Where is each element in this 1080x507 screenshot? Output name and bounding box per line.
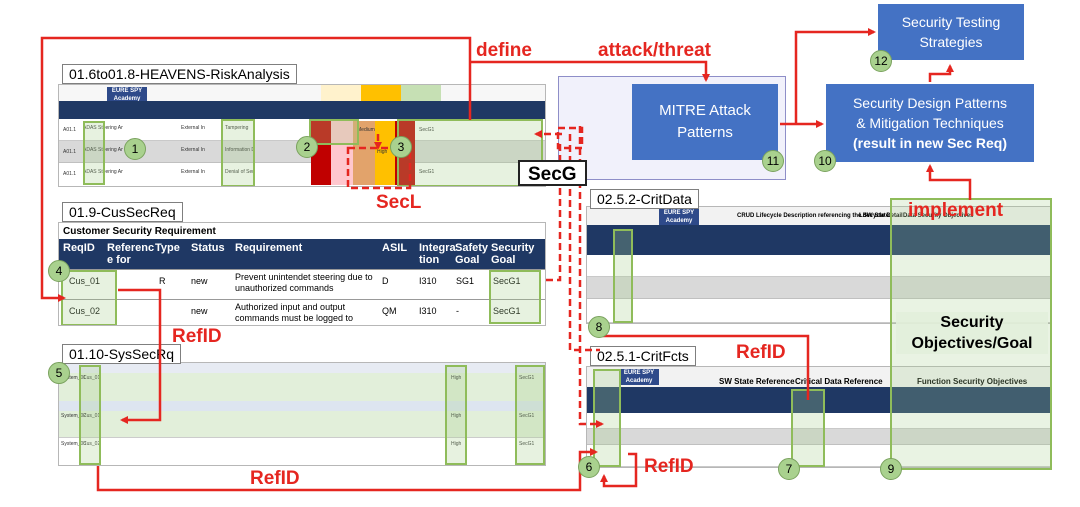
critdata-header-1: CRUD Lifecycle Description referencing t… (737, 213, 893, 219)
col-type: Type (155, 242, 180, 254)
refid-label-critfcts: RefID (736, 342, 786, 363)
col-requirement: Requirement (235, 242, 303, 254)
security-testing-box: Security Testing Strategies (878, 4, 1024, 60)
syssecrq-sheet: System_01 System_02 System_03 Cus_01 Cus… (58, 362, 546, 466)
critfcts-header-2: Critical Data Reference (795, 377, 883, 386)
secl-label: SecL (376, 192, 422, 213)
refid-sys-to-critfcts-arrow (96, 448, 598, 492)
implement-arrow (926, 164, 972, 200)
secg-dashed-link-a (568, 134, 600, 352)
badge-9: 9 (880, 458, 902, 480)
critdata-title: 02.5.2-CritData (590, 189, 699, 209)
table-row (587, 255, 1051, 277)
mitre-attack-patterns-box: MITRE Attack Patterns (632, 84, 778, 160)
col-safety-goal: Safety Goal (455, 242, 489, 266)
critdata-sheet: EURE SPY Academy CRUD Lifecycle Descript… (586, 206, 1052, 324)
highlight-risk-threat (221, 119, 255, 186)
badge-11: 11 (762, 150, 784, 172)
table-row-id: Cus_01 (69, 276, 101, 286)
table-row-id: Cus_02 (69, 306, 101, 316)
highlight-sys-ref (79, 365, 101, 465)
academy-logo: EURE SPY Academy (107, 87, 147, 103)
critfcts-sheet: EURE SPY Academy SW State Reference Crit… (586, 366, 1052, 468)
critdata-header-2: Lifecycle Detail (859, 213, 903, 219)
highlight-sys-goal (515, 365, 545, 465)
badge-6: 6 (578, 456, 600, 478)
secg-dashed-link-d (546, 140, 562, 282)
list-item: System_03 (61, 441, 87, 447)
badge-8: 8 (588, 316, 610, 338)
badge-12: 12 (870, 50, 892, 72)
attack-threat-label: attack/threat (598, 40, 711, 61)
highlight-cus-secgoal (489, 270, 541, 324)
cussecreq-sheet: Customer Security Requirement ReqID Refe… (58, 222, 546, 326)
critfcts-header-1: SW State Reference (719, 377, 795, 386)
badge-2: 2 (296, 136, 318, 158)
design-to-testing-arrow (794, 28, 876, 124)
define-arrow (40, 36, 472, 302)
critfcts-header-3: Function Security Objectives (917, 377, 1028, 386)
secg-dashed-link-b (578, 126, 604, 428)
cussecreq-header-row (59, 239, 545, 269)
col-integration: Integra tion (419, 242, 456, 266)
design-up-arrow (928, 64, 954, 82)
col-status: Status (191, 242, 225, 254)
cussecreq-title: 01.9-CusSecReq (62, 202, 183, 222)
highlight-critdata-id (613, 229, 633, 323)
cussecreq-caption: Customer Security Requirement (63, 226, 216, 237)
table-row (587, 277, 1051, 299)
academy-logo: EURE SPY Academy (659, 209, 699, 225)
refid-label-loop: RefID (644, 456, 694, 477)
badge-10: 10 (814, 150, 836, 172)
col-reqid: ReqID (63, 242, 95, 254)
secg-label: SecG (518, 160, 587, 186)
highlight-risk-level (309, 119, 359, 145)
badge-1: 1 (124, 138, 146, 160)
badge-7: 7 (778, 458, 800, 480)
col-security-goal: Security Goal (491, 242, 535, 266)
critfcts-title: 02.5.1-CritFcts (590, 346, 696, 366)
security-objectives-label: Security Objectives/Goal (896, 312, 1048, 354)
risk-header-bar (59, 101, 545, 119)
risk-row-id: A01.1 (63, 149, 77, 155)
risk-row (59, 163, 545, 186)
refid-loop-arrow (600, 452, 638, 488)
badge-3: 3 (390, 136, 412, 158)
table-row (587, 429, 1051, 445)
list-item: System_01 (61, 375, 87, 381)
secl-dashed-box (346, 146, 412, 190)
badge-5: 5 (48, 362, 70, 384)
attack-threat-arrow (470, 60, 710, 82)
highlight-risk-item (83, 121, 105, 185)
security-design-patterns-box: Security Design Patterns & Mitigation Te… (826, 84, 1034, 162)
table-row (587, 413, 1051, 429)
col-asil: ASIL (382, 242, 408, 254)
academy-logo: EURE SPY Academy (619, 369, 659, 385)
risk-analysis-title: 01.6to01.8-HEAVENS-RiskAnalysis (62, 64, 297, 84)
syssecrq-title: 01.10-SysSecRq (62, 344, 182, 364)
list-item: System_02 (61, 413, 87, 419)
refid-label-sys: RefID (250, 468, 300, 489)
risk-row-id: A01.1 (63, 127, 77, 133)
risk-row-id: A01.1 (63, 171, 77, 177)
highlight-sys-level (445, 365, 467, 465)
badge-4: 4 (48, 260, 70, 282)
col-reference: Referenc e for (107, 242, 155, 266)
refid-label-cus: RefID (172, 326, 222, 347)
critdata-header-3: Data Security Objectives (903, 213, 974, 219)
define-label: define (476, 40, 532, 61)
secg-dashed-bracket (556, 126, 584, 150)
refid-cus-to-sys-arrow (118, 288, 162, 424)
risk-analysis-sheet: EURE SPY Academy A01.1 A01.1 A01.1 ADAS … (58, 84, 546, 187)
highlight-critfcts-id (593, 369, 621, 467)
implement-label: implement (908, 200, 1004, 221)
